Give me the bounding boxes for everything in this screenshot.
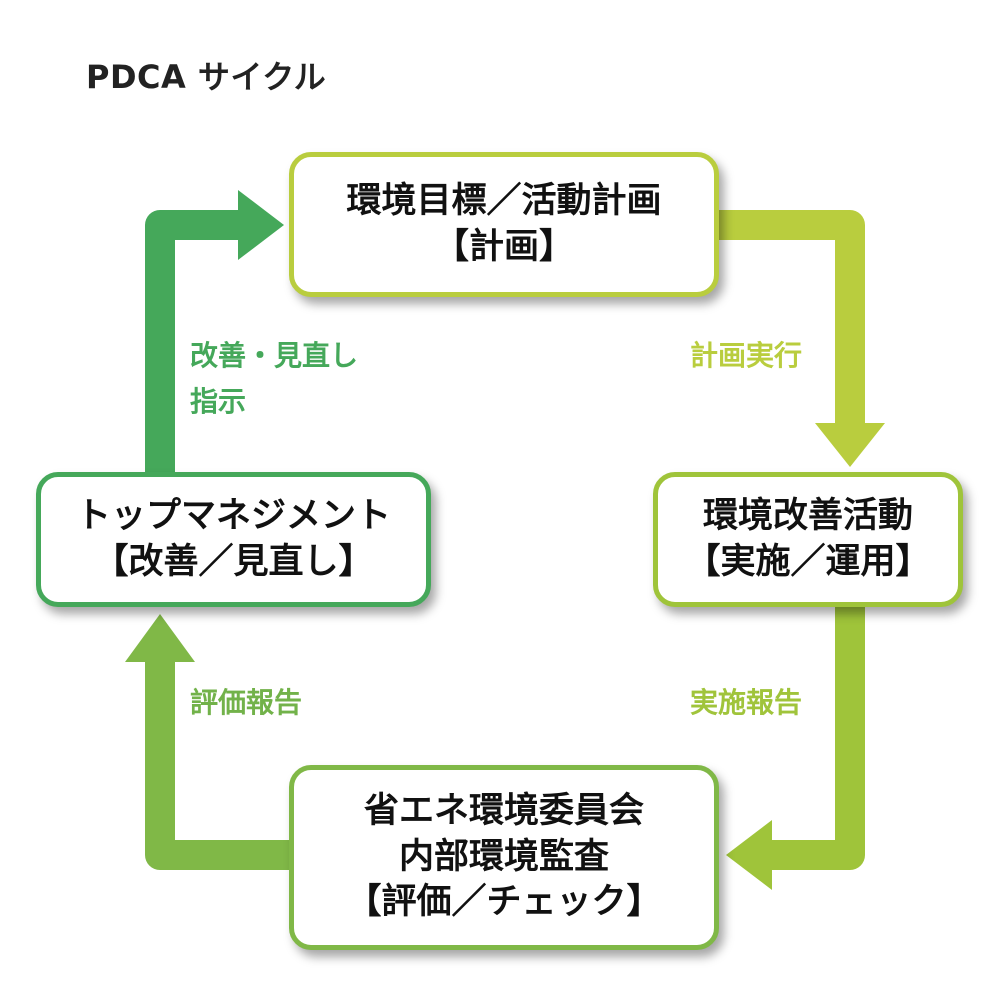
edge-label-check-to-act: 評価報告 (190, 680, 302, 726)
node-check-line3: 【評価／チェック】 (346, 882, 662, 923)
diagram-title: PDCA サイクル (86, 58, 327, 96)
edge-label-plan-to-do-text: 計画実行 (690, 339, 803, 372)
node-check-line2: 内部環境監査 (398, 836, 609, 877)
node-do-line1: 環境改善活動 (702, 496, 913, 536)
arrow-check-to-act (125, 614, 290, 870)
node-plan: 環境目標／活動計画 【計画】 (289, 152, 719, 297)
node-do: 環境改善活動 【実施／運用】 (653, 472, 963, 607)
edge-label-plan-to-do: 計画実行 (690, 333, 802, 379)
edge-label-do-to-check: 実施報告 (690, 680, 802, 726)
edge-label-act-to-plan: 改善・見直し 指示 (190, 333, 358, 425)
edge-label-do-to-check-text: 実施報告 (690, 686, 803, 719)
node-act-line2: 【改善／見直し】 (93, 541, 374, 582)
node-act: トップマネジメント 【改善／見直し】 (36, 472, 431, 607)
node-do-line2: 【実施／運用】 (685, 541, 931, 582)
edge-label-act-to-plan-line2: 指示 (190, 385, 247, 419)
node-check: 省エネ環境委員会 内部環境監査 【評価／チェック】 (289, 765, 719, 950)
arrow-do-to-check (726, 605, 865, 890)
edge-label-act-to-plan-line1: 改善・見直し (190, 339, 359, 372)
arrow-act-to-plan (145, 190, 284, 474)
edge-label-check-to-act-text: 評価報告 (190, 686, 303, 719)
node-plan-line2: 【計画】 (433, 226, 574, 267)
node-check-line1: 省エネ環境委員会 (363, 791, 644, 832)
node-plan-line1: 環境目標／活動計画 (346, 181, 662, 221)
arrow-plan-to-do (718, 210, 885, 467)
node-act-line1: トップマネジメント (75, 496, 391, 536)
